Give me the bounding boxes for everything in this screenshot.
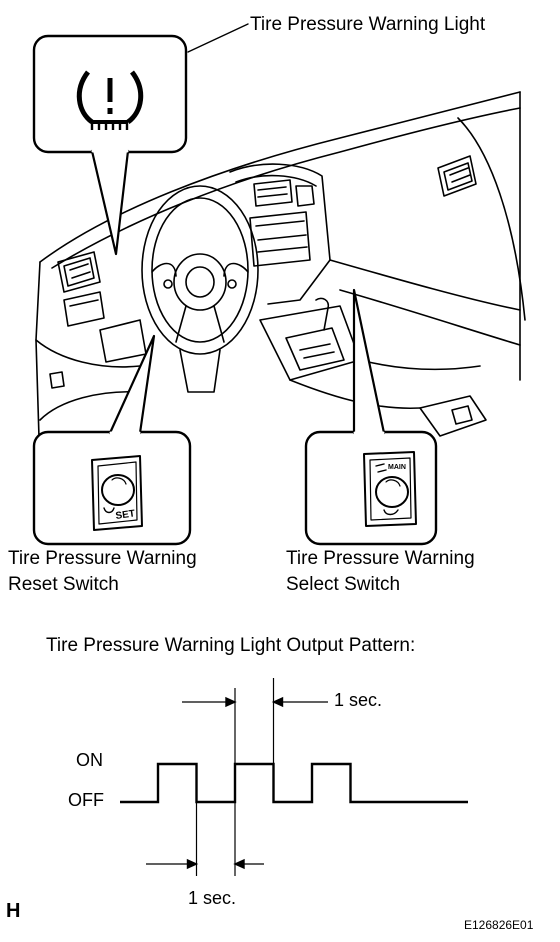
right-air-vent (437, 155, 477, 197)
dashboard-illustration: SET MAIN (32, 23, 526, 546)
top-duration-label: 1 sec. (334, 690, 383, 710)
reset-button-text: SET (115, 508, 136, 522)
reset-switch (91, 455, 143, 531)
select-button-text: MAIN (388, 464, 406, 471)
reset-switch-label-line1: Tire Pressure Warning (8, 548, 197, 569)
state-on-label: ON (76, 750, 103, 770)
figure-id: E126826E01 (464, 918, 534, 932)
tire-pressure-warning-icon (76, 70, 144, 130)
warning-light-leader (187, 23, 249, 53)
bottom-duration-label: 1 sec. (188, 888, 237, 908)
reset-switch-callout-pointer (108, 334, 156, 435)
steering-wheel (141, 185, 259, 393)
select-switch (363, 451, 417, 527)
center-console (229, 163, 487, 437)
left-air-vent (57, 251, 101, 293)
bottom-arrow-left (186, 858, 199, 870)
dashboard-outline (35, 91, 526, 471)
top-arrow-right (271, 696, 284, 708)
select-switch-label-line2: Select Switch (286, 574, 401, 595)
state-off-label: OFF (68, 790, 104, 810)
warning-light-callout-pointer (90, 149, 130, 256)
output-pattern-title: Tire Pressure Warning Light Output Patte… (46, 635, 416, 656)
top-arrow-left (225, 696, 237, 708)
on-off-waveform (120, 762, 468, 804)
warning-light-label: Tire Pressure Warning Light (250, 14, 486, 35)
bottom-arrow-right (233, 858, 245, 870)
select-switch-callout-pointer (352, 288, 386, 435)
left-lower-panel (49, 291, 147, 389)
select-switch-label-line1: Tire Pressure Warning (286, 548, 475, 569)
reset-switch-label-line2: Reset Switch (8, 574, 119, 595)
section-letter: H (6, 900, 21, 922)
